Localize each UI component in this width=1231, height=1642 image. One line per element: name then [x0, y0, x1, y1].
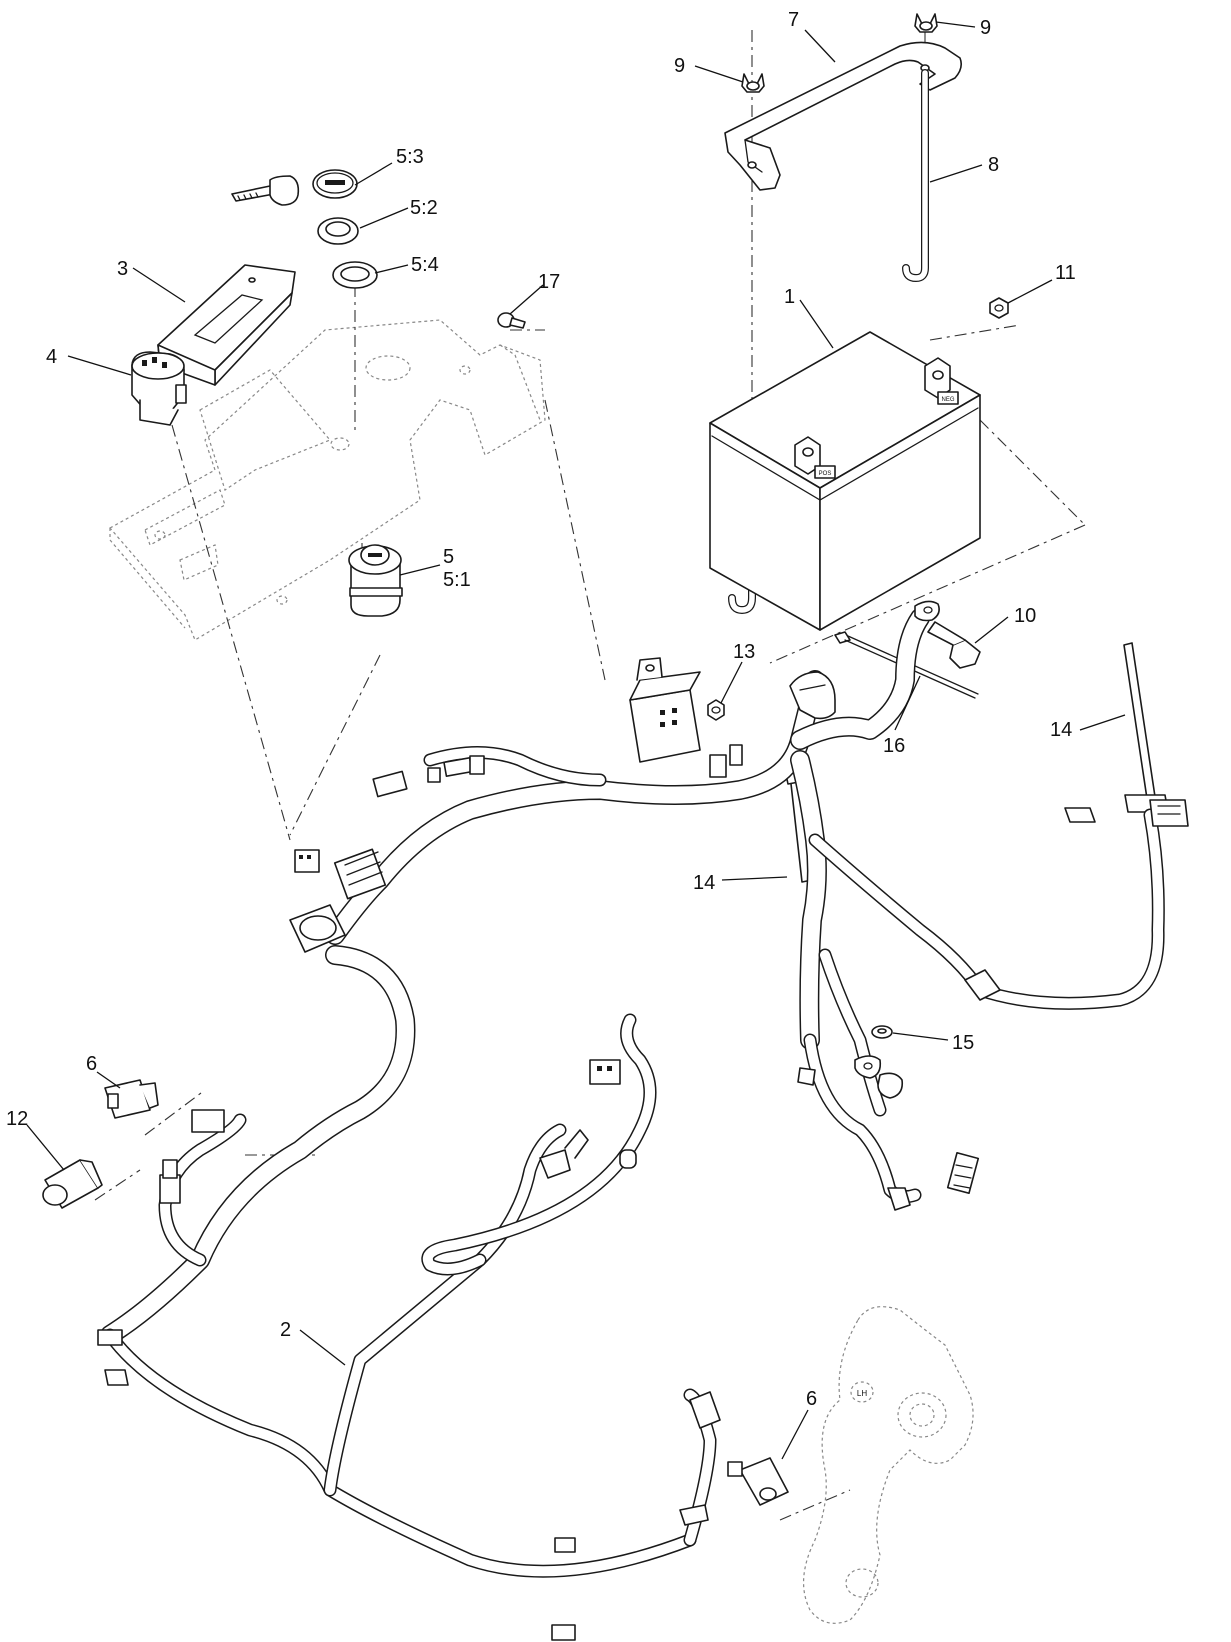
callout-16: 16	[883, 735, 905, 757]
callout-1: 1	[784, 286, 795, 308]
seat-switch-connector-upper	[104, 1079, 159, 1119]
panel-screw	[497, 312, 526, 329]
battery: NEG POS	[709, 331, 981, 631]
relay-nut	[707, 699, 725, 721]
callout-9-right: 9	[980, 17, 991, 39]
callout-5-3: 5:3	[396, 146, 424, 168]
connector-wire-center	[619, 1149, 637, 1169]
switch-pto	[131, 351, 187, 426]
main-harness-connector	[289, 848, 387, 953]
hour-meter	[157, 264, 296, 386]
ignition-switch	[348, 544, 403, 617]
callout-5-4: 5:4	[411, 254, 439, 276]
callout-6-upper: 6	[86, 1053, 97, 1075]
ring-terminal-positive	[914, 600, 940, 622]
callout-6-lower: 6	[806, 1388, 817, 1410]
ground-ring-terminal	[854, 1055, 904, 1099]
switch-connector-lower	[689, 1391, 789, 1506]
callout-10: 10	[1014, 605, 1036, 627]
callouts: 7 9 9 8 5:3 5:2 5:4 3 17 11 1 4 5 5:1 10…	[6, 9, 1076, 1410]
callout-14-right: 14	[1050, 719, 1072, 741]
terminal-bolt	[927, 621, 981, 669]
harness-connectors-upper-left	[372, 755, 485, 798]
leader-lines	[26, 21, 1126, 1460]
wing-nut-left	[741, 73, 765, 93]
terminal-neg-mark: NEG	[941, 397, 954, 403]
callout-4: 4	[46, 346, 57, 368]
battery-hold-down-bar	[724, 41, 962, 191]
j-bolt-right	[902, 69, 929, 282]
callout-14-center: 14	[693, 872, 715, 894]
callout-5: 5	[443, 546, 454, 568]
connector-lower-right	[887, 1151, 980, 1211]
callout-15: 15	[952, 1032, 974, 1054]
connector-middle-upper	[539, 1059, 621, 1179]
harness-clips	[97, 1067, 816, 1641]
proximity-sensor	[42, 1159, 103, 1209]
dash-panel-phantom	[109, 319, 546, 641]
callout-3: 3	[117, 258, 128, 280]
callout-9-left: 9	[674, 55, 685, 77]
callout-13: 13	[733, 641, 755, 663]
callout-2: 2	[280, 1319, 291, 1341]
ignition-nut	[317, 217, 359, 245]
ignition-key	[231, 169, 358, 206]
right-branch-clip	[964, 799, 1189, 1001]
callout-8: 8	[988, 154, 999, 176]
hex-nut	[989, 297, 1009, 319]
upper-harness-section	[325, 608, 1165, 1204]
callout-5-1: 5:1	[443, 569, 471, 591]
terminal-pos-mark: POS	[819, 471, 832, 477]
cable-tie-right	[1123, 642, 1169, 813]
bracket-side-mark: LH	[857, 1389, 867, 1398]
callout-7: 7	[788, 9, 799, 31]
callout-12: 12	[6, 1108, 28, 1130]
callout-11: 11	[1055, 262, 1076, 284]
battery-terminal-positive: POS	[794, 436, 836, 479]
j-bolt-left	[728, 426, 756, 614]
ignition-washer	[332, 261, 378, 289]
main-wire-harness	[100, 945, 717, 1578]
callout-5-2: 5:2	[410, 197, 438, 219]
connector-left-branch	[159, 1109, 225, 1204]
phantom-spindle-bracket: LH	[802, 1306, 974, 1624]
battery-cable-boot	[789, 671, 836, 720]
relay-connector	[629, 657, 743, 778]
callout-17: 17	[538, 271, 560, 293]
wing-nut-right	[914, 13, 938, 33]
battery-terminal-negative: NEG	[924, 357, 959, 405]
ground-washer	[871, 1025, 893, 1039]
